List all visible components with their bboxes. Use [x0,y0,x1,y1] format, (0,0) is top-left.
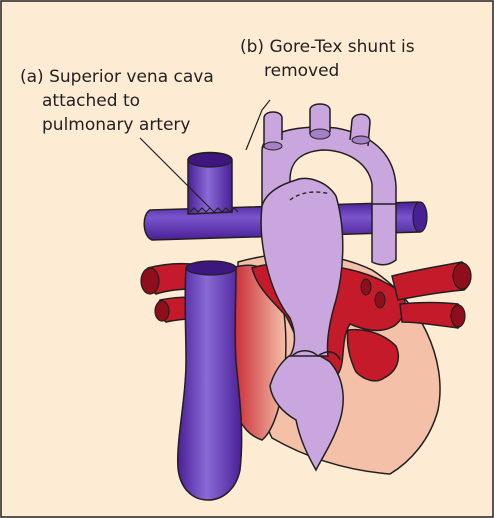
annotation-a-line-3: pulmonary artery [42,115,190,135]
annotation-a-line-1: (a) Superior vena cava [20,67,214,87]
pulmonary-artery-right-end [413,202,427,232]
annotation-a-line-2: attached to [42,91,140,111]
aortic-branch-2-opening [310,129,330,139]
annotation-b-line-1: (b) Gore-Tex shunt is [240,37,415,57]
annotation-b-line-2: removed [264,61,339,81]
atrial-opening-1 [361,279,371,295]
atrial-opening-2 [375,292,385,308]
aortic-branch-1-opening [264,142,282,150]
pulmonary-vein-left-upper-opening [141,268,159,294]
superior-vena-cava-opening [188,153,232,167]
pulmonary-vein-right-lower-opening [451,305,465,327]
aortic-branch-3-opening [352,136,370,144]
pulmonary-vein-left-lower-opening [155,301,169,321]
descending-aorta [372,204,396,265]
caval-top-opening [186,261,236,275]
inferior-caval-trunk [178,264,242,501]
pulmonary-vein-right-upper-opening [453,263,471,289]
